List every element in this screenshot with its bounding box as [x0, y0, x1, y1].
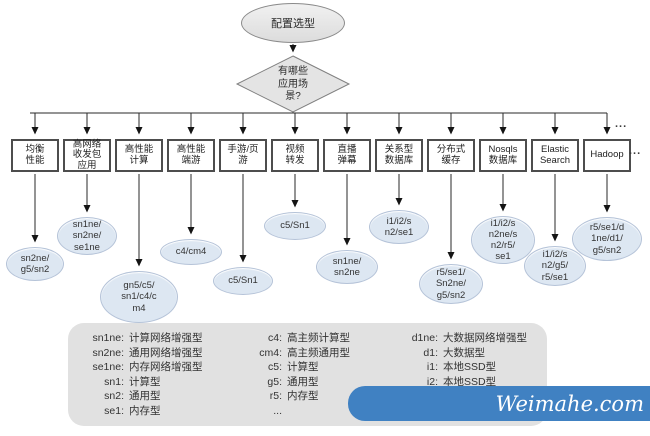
instance-ellipse-live-danmu: sn1ne/ sn2ne — [316, 250, 378, 284]
legend-value: 计算型 — [129, 375, 161, 388]
scenario-box-high-network: 高网络 收发包 应用 — [63, 139, 111, 172]
scenario-box-video-forward: 视频 转发 — [271, 139, 319, 172]
legend-row: i1: 本地SSD型 — [398, 360, 527, 375]
legend-value: 计算型 — [287, 361, 319, 374]
legend-row: sn2ne: 通用网络增强型 — [80, 346, 203, 361]
scenario-box-hadoop: Hadoop — [583, 139, 631, 172]
legend-key: cm4: — [259, 346, 282, 359]
legend-value: 计算网络增强型 — [129, 332, 203, 344]
legend-value: 大数据型 — [443, 346, 485, 359]
legend-row: ... — [248, 404, 350, 419]
legend-key: i1: — [426, 361, 438, 374]
legend-key: sn1ne: — [92, 332, 124, 344]
legend-column-c-g-r: c4: 高主频计算型 cm4: 高主频通用型 c5: 计算型 g5: 通用型 r5: 内存… — [248, 331, 350, 419]
legend-value: 内存网络增强型 — [129, 361, 203, 374]
scenario-box-rdbms: 关系型 数据库 — [375, 139, 423, 172]
instance-ellipse-balanced: sn2ne/ g5/sn2 — [6, 247, 64, 281]
legend-column-sn: sn1ne: 计算网络增强型 sn2ne: 通用网络增强型 se1ne: 内存网络增强… — [80, 331, 203, 419]
instance-ellipse-mobile-game: c5/Sn1 — [213, 267, 273, 295]
watermark-text: Weimahe.com — [495, 391, 644, 416]
legend-key: se1: — [104, 404, 124, 417]
scenario-box-mobile-game: 手游/页 游 — [219, 139, 267, 172]
legend-row: r5: 内存型 — [248, 389, 350, 404]
instance-ellipse-video-forward: c5/Sn1 — [264, 212, 326, 240]
legend-key: sn2ne: — [92, 346, 124, 359]
legend-column-d-i: d1ne: 大数据网络增强型 d1: 大数据型 i1: 本地SSD型 i2: 本地SSD… — [398, 331, 527, 389]
scenario-box-elastic: Elastic Search — [531, 139, 579, 172]
legend-row: sn2: 通用型 — [80, 389, 203, 404]
legend-value: 通用网络增强型 — [129, 346, 203, 359]
scenario-box-dist-cache: 分布式 缓存 — [427, 139, 475, 172]
scenario-box-live-danmu: 直播 弹幕 — [323, 139, 371, 172]
legend-key: i2: — [426, 375, 438, 388]
legend-value: 本地SSD型 — [443, 361, 497, 374]
legend-value: 高主频计算型 — [287, 332, 350, 344]
legend-row: sn1: 计算型 — [80, 375, 203, 390]
legend-value: 内存型 — [129, 404, 161, 417]
legend-row: c4: 高主频计算型 — [248, 331, 350, 346]
scenario-box-hpc: 高性能 计算 — [115, 139, 163, 172]
legend-value: 高主频通用型 — [287, 346, 350, 359]
scenario-box-pc-game: 高性能 端游 — [167, 139, 215, 172]
scenario-box-balanced: 均衡 性能 — [11, 139, 59, 172]
legend-key: ... — [273, 404, 282, 417]
ellipsis-top: ... — [615, 118, 628, 130]
legend-row: c5: 计算型 — [248, 360, 350, 375]
legend-row: sn1ne: 计算网络增强型 — [80, 331, 203, 346]
decision-diamond-shape — [235, 55, 351, 113]
instance-ellipse-nosql: i1/i2/s n2ne/s n2/r5/ se1 — [471, 216, 535, 264]
legend-key: r5: — [269, 390, 282, 403]
instance-ellipse-elastic: i1/i2/s n2/g5/ r5/se1 — [524, 246, 586, 286]
legend-key: sn2: — [104, 390, 124, 403]
instance-ellipse-dist-cache: r5/se1/ Sn2ne/ g5/sn2 — [419, 264, 483, 304]
legend-key: d1ne: — [411, 332, 438, 344]
legend-key: d1: — [423, 346, 438, 359]
legend-value: 本地SSD型 — [443, 375, 497, 388]
legend-value: 通用型 — [129, 390, 161, 403]
instance-ellipse-hpc: gn5/c5/ sn1/c4/c m4 — [100, 271, 178, 323]
start-node: 配置选型 — [241, 3, 345, 43]
legend-row: i2: 本地SSD型 — [398, 375, 527, 390]
scenario-box-nosql: Nosqls 数据库 — [479, 139, 527, 172]
legend-row: se1: 内存型 — [80, 404, 203, 419]
instance-ellipse-hadoop: r5/se1/d 1ne/d1/ g5/sn2 — [572, 217, 642, 261]
legend-key: sn1: — [104, 375, 124, 388]
legend-value: 通用型 — [287, 375, 319, 388]
watermark-banner: Weimahe.com — [348, 386, 650, 421]
legend-row: d1: 大数据型 — [398, 346, 527, 361]
legend-row: se1ne: 内存网络增强型 — [80, 360, 203, 375]
legend-row: cm4: 高主频通用型 — [248, 346, 350, 361]
decision-node-label: 有哪些 应用场 景? — [278, 66, 308, 103]
instance-ellipse-high-network: sn1ne/ sn2ne/ se1ne — [57, 217, 117, 255]
legend-key: se1ne: — [92, 361, 124, 374]
legend-row: d1ne: 大数据网络增强型 — [398, 331, 527, 346]
legend-key: g5: — [267, 375, 282, 388]
legend-value: 内存型 — [287, 390, 319, 403]
legend-value: 大数据网络增强型 — [443, 332, 527, 344]
instance-ellipse-rdbms: i1/i2/s n2/se1 — [369, 210, 429, 244]
ellipsis-right: ... — [629, 145, 642, 157]
instance-ellipse-pc-game: c4/cm4 — [160, 239, 222, 265]
legend-key: c4: — [267, 332, 282, 344]
legend-row: g5: 通用型 — [248, 375, 350, 390]
legend-key: c5: — [267, 361, 282, 374]
